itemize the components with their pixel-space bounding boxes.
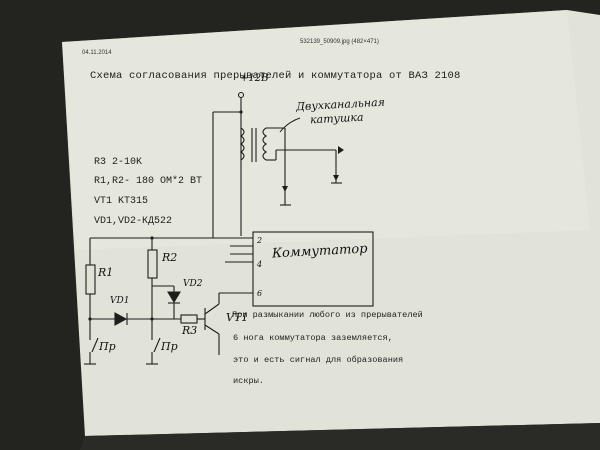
coil-pointer xyxy=(279,117,301,133)
vd2-label: VD2 xyxy=(183,279,203,289)
note-line-2: 6 нога коммутатора заземляется, xyxy=(233,333,393,343)
vd1-label: VD1 xyxy=(110,296,130,306)
spec-r3: R3 2-10K xyxy=(94,157,143,168)
coil-label-line2: катушка xyxy=(309,110,364,127)
note-line-1: При размыкании любого из прерывателей xyxy=(232,310,423,320)
note-line-4: искры. xyxy=(233,376,264,386)
print-filename: 532139_50909.jpg (482×471) xyxy=(300,39,379,45)
junction-dots xyxy=(88,110,243,321)
r1-label: R1 xyxy=(98,266,114,279)
spec-r1-r2: R1,R2- 180 ОМ*2 ВТ xyxy=(94,176,203,187)
diagram-title: Схема согласования прерывателей и коммут… xyxy=(90,70,461,82)
r2-label: R2 xyxy=(162,251,178,264)
r3-label: R3 xyxy=(182,324,198,337)
note-line-3: это и есть сигнал для образования xyxy=(233,355,404,365)
supply-label: +12В xyxy=(240,73,269,84)
schematic-wiring xyxy=(84,91,374,365)
print-date: 04.11.2014 xyxy=(82,50,112,56)
vt1-label: VT1 xyxy=(226,311,249,324)
pin-6-label: 6 xyxy=(257,289,263,298)
output-arrows xyxy=(282,146,344,192)
spec-vt1: VT1 KT315 xyxy=(94,196,149,207)
pin-4-label: 4 xyxy=(257,260,263,269)
pin-2-label: 2 xyxy=(257,236,263,245)
breaker-2-label: Пр xyxy=(161,340,178,353)
breaker-1-label: Пр xyxy=(99,340,116,353)
spec-vd1-vd2: VD1,VD2-КД522 xyxy=(94,216,173,227)
